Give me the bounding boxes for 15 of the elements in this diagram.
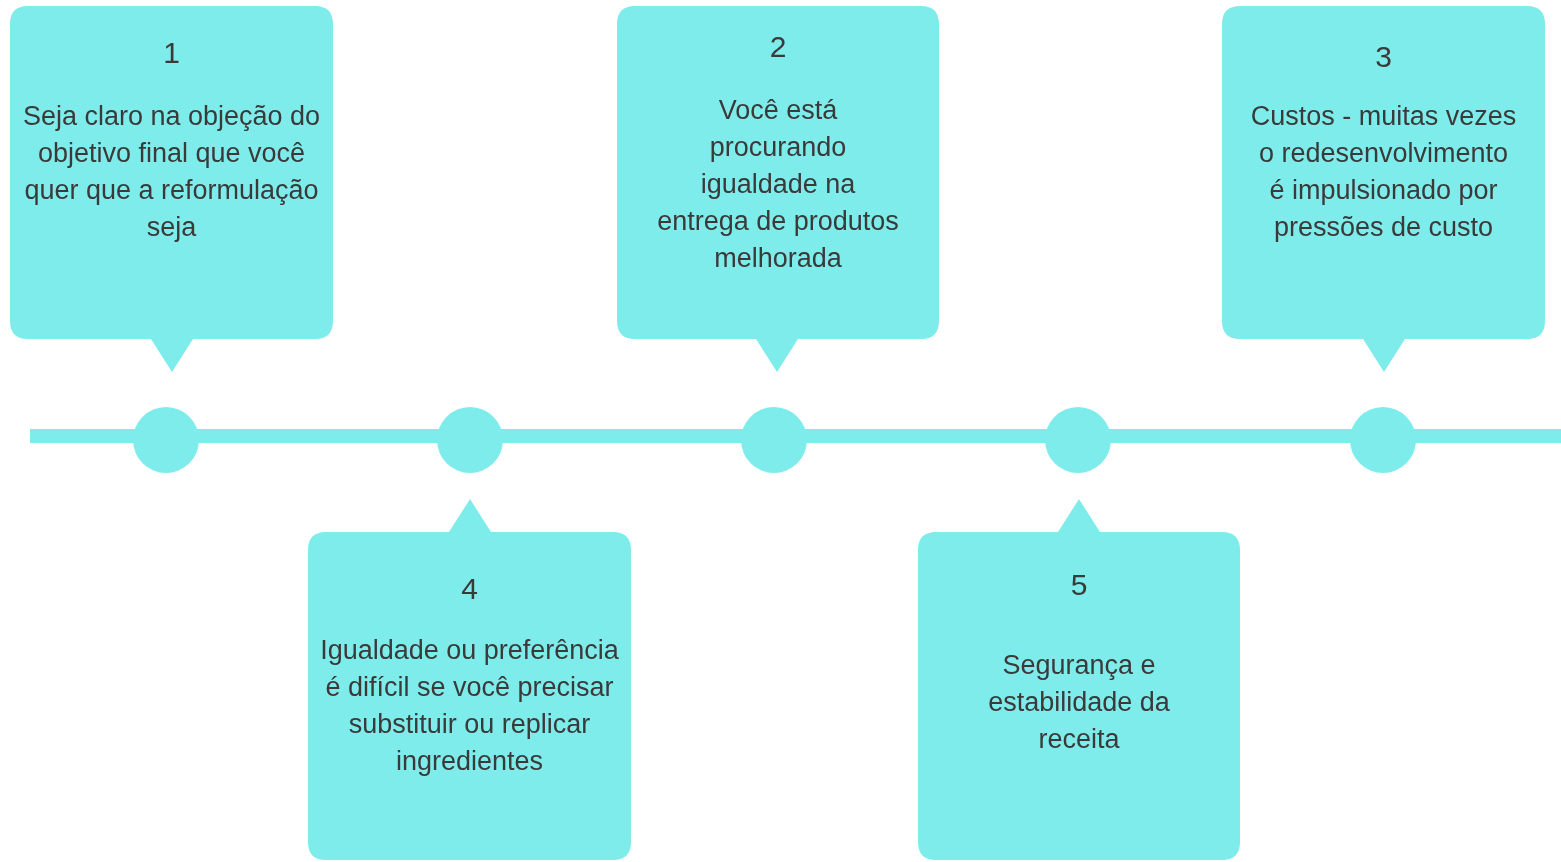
- step-number: 5: [1069, 568, 1089, 602]
- callout-box: [617, 6, 939, 372]
- step-number: 3: [1374, 40, 1393, 74]
- callout-box: [918, 499, 1240, 860]
- callout-box: [1222, 6, 1545, 372]
- step-number: 4: [460, 572, 479, 606]
- step-text: Você está procurando igualdade na entrega de produtos melhorada: [657, 94, 899, 275]
- step-text: Custos - muitas vezes o redesenvolvimento é impulsionado por pressões de custo: [1250, 100, 1517, 244]
- step-text: Igualdade ou preferência é difícil se você precisar substituir ou replicar ingredientes: [319, 634, 620, 778]
- step-text: Seja claro na objeção do objetivo final que você quer que a reformulação seja: [22, 100, 321, 244]
- step-number: 1: [162, 36, 181, 70]
- callout-box: [10, 6, 333, 372]
- step-text: Segurança e estabilidade da receita: [987, 649, 1171, 756]
- step-number: 2: [768, 30, 788, 64]
- callout-box: [308, 499, 631, 860]
